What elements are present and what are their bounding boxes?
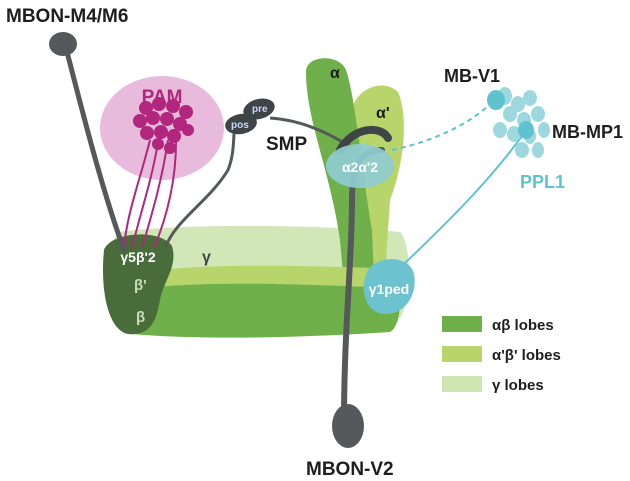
mbon-m4m6-neurite — [63, 45, 127, 253]
label-g5b2: γ5β'2 — [120, 249, 155, 265]
mb-v1-neurite — [391, 103, 491, 151]
legend-swatch-apbp — [442, 346, 482, 362]
label-alpha-prime: α' — [376, 105, 390, 122]
label-mb-v1: MB-V1 — [444, 66, 500, 86]
legend-label-ab: αβ lobes — [492, 317, 554, 334]
label-ppl1: PPL1 — [520, 172, 565, 192]
ppl1-cell-bodies — [493, 87, 550, 158]
ppl1-neurite — [403, 135, 523, 265]
label-alpha: α — [330, 65, 340, 82]
pam-cell-bodies — [133, 97, 194, 154]
label-smp: SMP — [266, 134, 308, 155]
label-mbon-v2: MBON-V2 — [306, 459, 394, 480]
label-a2a2: α2α'2 — [342, 159, 378, 175]
legend-swatch-ab — [442, 316, 482, 332]
mb-mp1-soma — [518, 121, 534, 139]
label-mb-mp1: MB-MP1 — [552, 122, 623, 142]
pam-neurites — [123, 139, 177, 249]
label-beta: β — [136, 309, 145, 326]
legend-swatch-gamma — [442, 376, 482, 392]
label-beta-prime: β' — [134, 277, 147, 294]
smp-pos-bulb — [225, 113, 257, 135]
alpha-lobe — [306, 58, 376, 331]
mbon-m4m6-soma — [49, 32, 77, 56]
label-pam: PAM — [142, 87, 183, 108]
legend: αβ lobes α'β' lobes γ lobes — [442, 316, 561, 394]
smp-neurite-left — [164, 123, 238, 247]
label-pre: pre — [252, 104, 268, 115]
label-g1ped: γ1ped — [369, 281, 409, 297]
a2a2-compartment — [326, 144, 394, 188]
legend-label-gamma: γ lobes — [492, 377, 544, 394]
legend-label-apbp: α'β' lobes — [492, 347, 561, 364]
label-pos: pos — [231, 120, 249, 131]
smp-pre-bulb — [243, 98, 275, 120]
label-mbon-m4m6: MBON-M4/M6 — [6, 6, 128, 27]
label-gamma: γ — [202, 249, 211, 266]
mbon-v2-hook — [336, 126, 392, 154]
beta-lobe — [120, 283, 400, 338]
mbon-v2-soma — [332, 404, 364, 448]
g1ped-compartment — [363, 259, 415, 314]
g5b2-compartment — [103, 234, 174, 335]
mb-v1-soma — [487, 90, 505, 110]
